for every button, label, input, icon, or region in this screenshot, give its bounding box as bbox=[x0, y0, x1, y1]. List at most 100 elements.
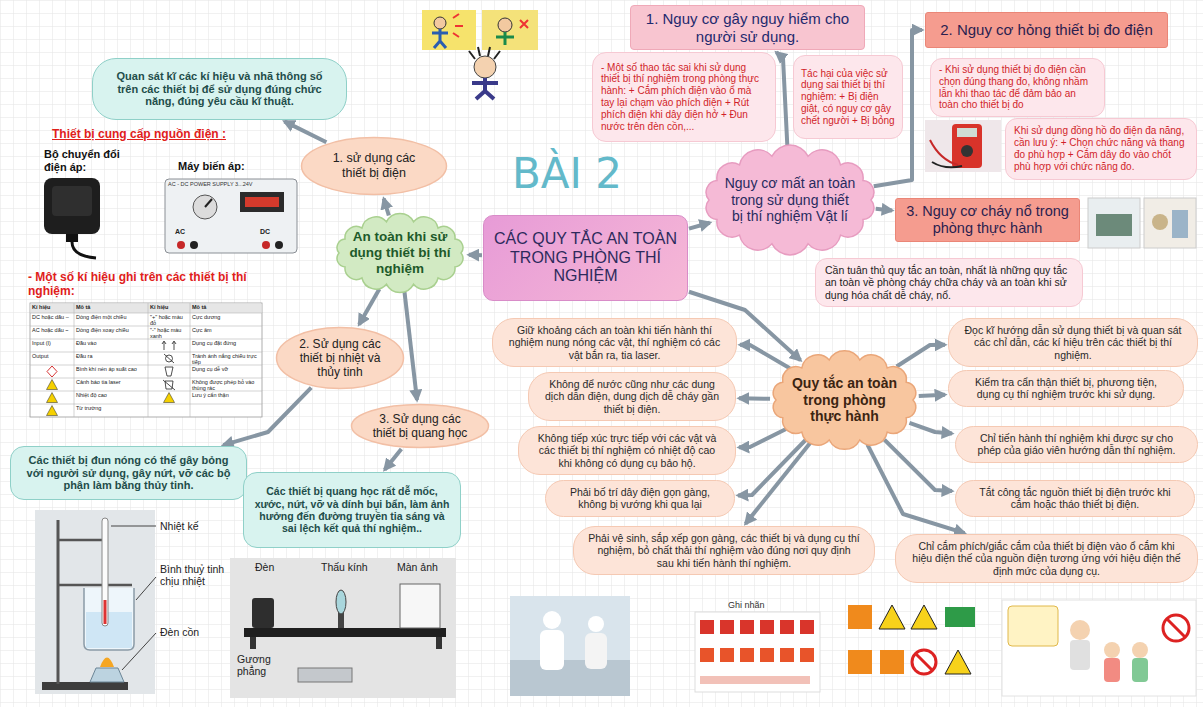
cleanroom-photo bbox=[510, 596, 630, 696]
node-text: Kiểm tra cẩn thận thiết bị, phương tiện,… bbox=[963, 376, 1169, 401]
symbol-table bbox=[30, 303, 262, 417]
table-cell: Kí hiệu bbox=[32, 304, 73, 310]
note-box: - Một số thao tác sai khi sử dụng thiết … bbox=[592, 52, 776, 142]
multimeter-photo bbox=[932, 162, 962, 167]
terminal-label: DC bbox=[260, 228, 282, 236]
symbol-table bbox=[165, 367, 173, 376]
hazard-label-grid bbox=[780, 620, 794, 634]
hazard-label-grid bbox=[800, 620, 814, 634]
safety-signs bbox=[848, 605, 975, 674]
hazard-label-grid bbox=[740, 648, 754, 662]
connector-arrow bbox=[469, 253, 482, 257]
cartoon-safety bbox=[1104, 642, 1120, 658]
node-text: Các thiết bị quang học rất dễ mốc, xước,… bbox=[254, 485, 450, 535]
table-cell: Từ trường bbox=[76, 405, 147, 411]
node-text: Khi sử dụng đồng hồ đo điện đa năng, cần… bbox=[1014, 125, 1188, 172]
connector-arrow bbox=[359, 289, 379, 324]
table-cell: AC hoặc dấu ~ bbox=[32, 327, 73, 333]
table-cell: Tránh ánh nắng chiếu trực tiếp bbox=[192, 353, 261, 365]
power-supply bbox=[275, 241, 283, 249]
hazard-label-grid bbox=[780, 648, 794, 662]
ellipse-shape bbox=[277, 328, 404, 389]
hazard-label-grid bbox=[760, 648, 774, 662]
symbol-table bbox=[31, 304, 262, 314]
cartoon-hazard bbox=[422, 10, 538, 99]
heating-apparatus-photo bbox=[57, 520, 60, 684]
part-label: Gương phẳng bbox=[236, 653, 292, 677]
node-text: Tác hại của việc sử dụng sai thiết bị th… bbox=[801, 68, 895, 127]
symbol-table bbox=[47, 366, 57, 377]
power-supply bbox=[177, 241, 185, 249]
table-cell: "+" hoặc màu đỏ bbox=[150, 314, 189, 326]
table-cell: Đầu ra bbox=[76, 353, 147, 359]
cartoon-hazard bbox=[469, 47, 500, 59]
cartoon-safety bbox=[1002, 600, 1196, 696]
node-text: Phải bố trí dây điện gọn gàng, không bị … bbox=[560, 486, 720, 511]
node-text: Cần tuân thủ quy tắc an toàn, nhất là nh… bbox=[825, 264, 1073, 301]
table-cell: Mô tả bbox=[192, 304, 261, 310]
part-label: Thấu kính bbox=[320, 561, 382, 573]
cartoon-safety bbox=[1104, 658, 1120, 682]
lab-photos bbox=[1172, 210, 1188, 238]
connector-arrow bbox=[897, 345, 945, 367]
connector-arrow bbox=[404, 291, 417, 400]
heating-apparatus-photo bbox=[35, 510, 155, 694]
heating-apparatus-photo bbox=[58, 584, 132, 587]
lab-photos bbox=[1088, 198, 1140, 248]
power-supply bbox=[193, 195, 217, 219]
cartoon-hazard bbox=[453, 14, 463, 37]
symbol-table bbox=[163, 380, 175, 390]
node-text: - Một số thao tác sai khi sử dụng thiết … bbox=[601, 62, 767, 133]
cartoon-hazard bbox=[520, 20, 528, 28]
cartoon-hazard bbox=[498, 18, 512, 32]
ellipse-shape bbox=[352, 405, 489, 448]
lab-photos bbox=[1144, 198, 1196, 248]
note-box: Cần tuân thủ quy tắc an toàn, nhất là nh… bbox=[815, 258, 1083, 307]
optics-bench-photo bbox=[252, 598, 274, 628]
rule-box: Phải bố trí dây điện gọn gàng, không bị … bbox=[545, 480, 735, 517]
power-supply bbox=[165, 179, 297, 253]
section-heading: Thiết bị cung cấp nguồn điện : bbox=[52, 128, 277, 142]
part-label: Nhiệt kế bbox=[160, 520, 235, 532]
power-supply bbox=[165, 179, 297, 253]
hazard-label-grid bbox=[700, 648, 714, 662]
node-text: Không để nước cũng như các dung dịch dẫn… bbox=[543, 378, 721, 415]
cartoon-safety bbox=[1002, 600, 1196, 696]
cartoon-hazard bbox=[432, 29, 448, 48]
connector-arrow bbox=[223, 388, 311, 446]
optics-bench-photo bbox=[244, 628, 446, 637]
heating-apparatus-photo bbox=[84, 588, 134, 650]
heating-apparatus-photo bbox=[58, 539, 108, 542]
connector-arrow bbox=[284, 121, 326, 142]
table-cell: Cực âm bbox=[192, 327, 261, 333]
rule-box: Không để nước cũng như các dung dịch dẫn… bbox=[528, 372, 736, 421]
heating-apparatus-photo bbox=[136, 577, 156, 600]
connector-arrow bbox=[385, 449, 402, 470]
cartoon-safety bbox=[1132, 658, 1148, 682]
hazard-label-grid bbox=[700, 676, 810, 684]
table-cell: Lưu ý cẩn thận bbox=[192, 392, 261, 398]
voltage-adapter bbox=[44, 178, 100, 258]
connector-arrow bbox=[689, 223, 710, 229]
note-box: Các thiết bị quang học rất dễ mốc, xước,… bbox=[243, 472, 461, 548]
device-caption: Máy biến áp: bbox=[178, 160, 288, 173]
central-topic: CÁC QUY TẮC AN TOÀN TRONG PHÒNG THÍ NGHI… bbox=[483, 215, 688, 301]
part-label: Đèn cồn bbox=[160, 626, 235, 638]
note-box: Tác hại của việc sử dụng sai thiết bị th… bbox=[793, 55, 903, 139]
connector-arrow bbox=[776, 52, 787, 149]
table-cell: Nhiệt độ cao bbox=[76, 392, 147, 398]
hazard-label-grid bbox=[740, 620, 754, 634]
voltage-adapter bbox=[52, 186, 92, 216]
symbol-table bbox=[30, 303, 262, 417]
cleanroom-photo bbox=[510, 596, 630, 696]
image-caption: Ghi nhãn bbox=[728, 600, 790, 610]
table-cell: "-" hoặc màu xanh bbox=[150, 327, 189, 339]
safety-signs bbox=[848, 605, 872, 629]
table-cell: Cực dương bbox=[192, 314, 261, 320]
table-cell: Dụng cụ dễ vỡ bbox=[192, 366, 261, 372]
cartoon-hazard bbox=[482, 10, 538, 50]
hazard-label-grid bbox=[720, 648, 734, 662]
rule-box: Phải vệ sinh, sắp xếp gọn gàng, các thiế… bbox=[573, 526, 875, 575]
symbol-table bbox=[164, 354, 174, 363]
multimeter-photo bbox=[930, 140, 958, 165]
